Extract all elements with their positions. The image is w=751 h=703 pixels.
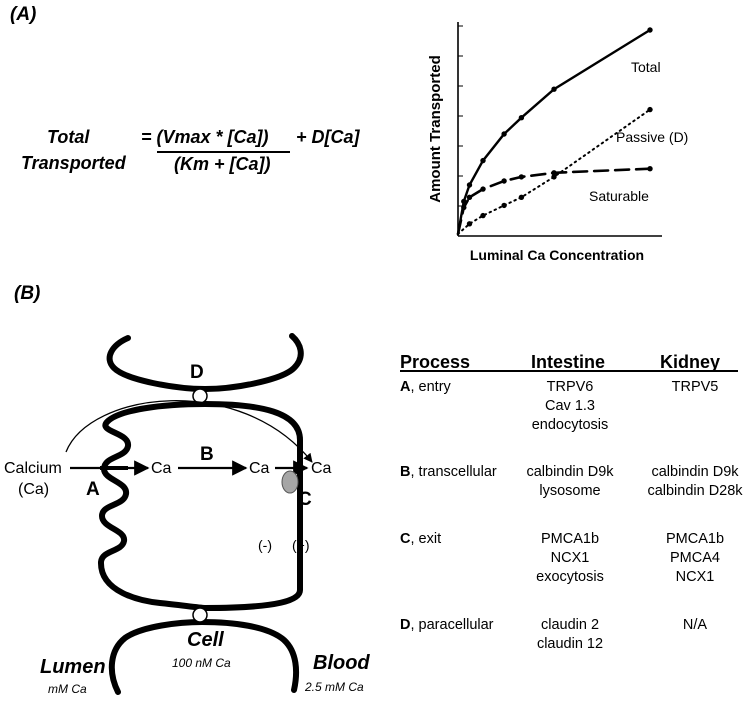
- data-point-series-3: [518, 174, 525, 180]
- blood-title: Blood: [313, 652, 370, 674]
- calcium-abbrev-label: (Ca): [18, 481, 49, 498]
- blood-concentration: 2.5 mM Ca: [305, 680, 364, 694]
- equation-fraction-bar: [157, 151, 290, 153]
- ca-label-3: Ca: [311, 460, 332, 477]
- equation-lhs-line2: Transported: [21, 153, 126, 173]
- data-point-series-1: [647, 27, 653, 33]
- chart-x-axis-label: Luminal Ca Concentration: [470, 247, 644, 263]
- col-header-intestine: Intestine: [531, 352, 606, 372]
- chart-y-axis-label: Amount Transported: [427, 55, 444, 203]
- exit-pump: [281, 470, 299, 494]
- lumen-title: Lumen: [40, 656, 106, 678]
- col-header-kidney: Kidney: [660, 352, 721, 372]
- data-point-series-2: [518, 194, 525, 200]
- table-row-d-intestine: claudin 2 claudin 12: [536, 617, 604, 652]
- data-point-series-2: [466, 221, 473, 227]
- paracellular-arrow: [65, 400, 313, 463]
- data-point-series-3: [480, 186, 486, 192]
- data-point-series-2: [647, 106, 653, 113]
- marker-d: D: [190, 362, 204, 383]
- equation-denominator: (Km + [Ca]): [174, 154, 271, 174]
- data-point-series-2: [480, 212, 486, 219]
- cell-concentration: 100 nM Ca: [172, 656, 231, 670]
- cell-title: Cell: [187, 629, 224, 651]
- series-label-saturable: Saturable: [589, 188, 649, 204]
- ca-label-2: Ca: [249, 460, 270, 477]
- data-point-series-3: [647, 166, 653, 172]
- table-row-b-intestine: calbindin D9k lysosome: [526, 464, 614, 499]
- data-point-series-1: [480, 157, 486, 164]
- marker-b: B: [200, 444, 214, 465]
- data-point-series-1: [466, 182, 473, 188]
- membrane-charge-minus: (-): [258, 537, 272, 553]
- tight-junction-bottom: [192, 607, 208, 623]
- series-line-1: [456, 28, 652, 236]
- top-cell-membrane: [106, 333, 304, 393]
- col-header-process: Process: [400, 352, 471, 372]
- panel-a-label: (A): [10, 4, 37, 25]
- data-point-series-1: [518, 115, 525, 121]
- table-row-d-kidney: N/A: [682, 617, 708, 633]
- data-point-series-3: [466, 194, 473, 200]
- table-row-a-intestine: TRPV6 Cav 1.3 endocytosis: [531, 379, 609, 433]
- data-point-series-1: [501, 131, 507, 137]
- table-row-a-process: A, entry: [400, 379, 451, 395]
- equation-plus-term: + D[Ca]: [296, 127, 360, 147]
- data-point-series-1: [551, 86, 557, 92]
- calcium-transport-diagram: D B A C Calcium (Ca) Ca Ca Ca (-) (+): [4, 333, 332, 695]
- table-row-d-process: D, paracellular: [400, 617, 494, 633]
- marker-a: A: [86, 479, 100, 500]
- lumen-concentration: mM Ca: [48, 682, 87, 696]
- equation-lhs-line1: Total: [47, 127, 90, 147]
- marker-c: C: [298, 489, 312, 510]
- ca-label-1: Ca: [151, 460, 172, 477]
- table-row-c-process: C, exit: [400, 531, 442, 547]
- table-row-b-kidney: calbindin D9k calbindin D28k: [647, 464, 743, 499]
- panel-b-label: (B): [14, 283, 41, 304]
- series-label-total: Total: [631, 59, 661, 75]
- data-point-series-2: [501, 202, 507, 209]
- data-point-series-3: [551, 170, 557, 176]
- table-row-c-kidney: PMCA1b PMCA4 NCX1: [665, 531, 725, 585]
- table-row-b-process: B, transcellular: [400, 464, 497, 480]
- table-row-a-kidney: TRPV5: [671, 379, 719, 395]
- equation-numerator: = (Vmax * [Ca]): [141, 127, 269, 147]
- data-point-series-3: [461, 204, 467, 211]
- table-row-c-intestine: PMCA1b NCX1 exocytosis: [536, 531, 604, 585]
- calcium-label: Calcium: [4, 460, 62, 477]
- data-point-series-2: [551, 174, 557, 180]
- tight-junction-top: [192, 388, 208, 404]
- membrane-charge-plus: (+): [292, 537, 310, 553]
- table-header-rule: [400, 370, 738, 372]
- series-label-passive: Passive (D): [616, 129, 688, 145]
- transport-chart: Amount Transported Luminal Ca Concentrat…: [427, 22, 688, 263]
- data-point-series-1: [461, 198, 467, 205]
- data-point-series-3: [501, 178, 507, 184]
- chart-points: [461, 27, 653, 227]
- main-cell-membrane: [97, 401, 303, 611]
